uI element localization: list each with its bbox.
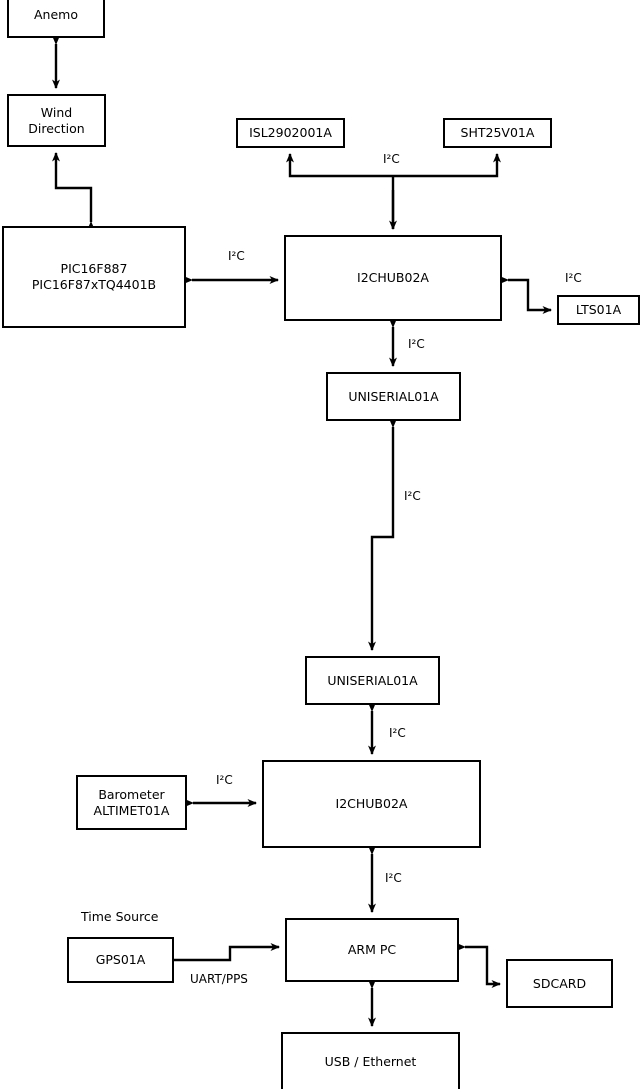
node-gps01a[interactable]: GPS01A [67, 937, 174, 983]
node-uniserial01a-bottom[interactable]: UNISERIAL01A [305, 656, 440, 705]
node-i2chub02a-top[interactable]: I2CHUB02A [284, 235, 502, 321]
node-arm-pc[interactable]: ARM PC [285, 918, 459, 982]
label-time-source: Time Source [81, 909, 159, 924]
edge-unitop-unibottom [368, 418, 397, 651]
edge-label-uniserial-link: I²C [404, 489, 421, 503]
node-usb-ethernet[interactable]: USB / Ethernet [281, 1032, 460, 1089]
edge-pic-wind [52, 152, 95, 231]
edge-label-uniserial-hub-bottom: I²C [389, 726, 406, 740]
node-sdcard[interactable]: SDCARD [506, 959, 613, 1008]
edge-label-gps-armpc: UART/PPS [190, 972, 248, 986]
node-uniserial01a-top[interactable]: UNISERIAL01A [326, 372, 461, 421]
edge-armpc-sdcard [456, 943, 501, 988]
edge-gps-armpc [174, 943, 280, 962]
node-lts01a[interactable]: LTS01A [557, 295, 640, 325]
node-barometer-altimet01a[interactable]: Barometer ALTIMET01A [76, 775, 187, 830]
edge-bus-isl [286, 153, 393, 178]
node-isl2902001a[interactable]: ISL2902001A [236, 118, 345, 148]
edge-label-isl-sht-bus: I²C [383, 152, 400, 166]
node-sht25v01a[interactable]: SHT25V01A [443, 118, 552, 148]
edge-label-hub-armpc: I²C [385, 871, 402, 885]
edge-label-hub-lts: I²C [565, 271, 582, 285]
edge-label-hub-uniserial-top: I²C [408, 337, 425, 351]
node-anemo[interactable]: Anemo [7, 0, 105, 38]
edge-hubtop-lts [499, 276, 552, 314]
edge-bus-sht [393, 153, 501, 178]
node-pic-mcu[interactable]: PIC16F887 PIC16F87xTQ4401B [2, 226, 186, 328]
node-wind-direction[interactable]: Wind Direction [7, 94, 106, 147]
edge-label-pic-hub: I²C [228, 249, 245, 263]
node-i2chub02a-bottom[interactable]: I2CHUB02A [262, 760, 481, 848]
edge-label-barometer-hub: I²C [216, 773, 233, 787]
